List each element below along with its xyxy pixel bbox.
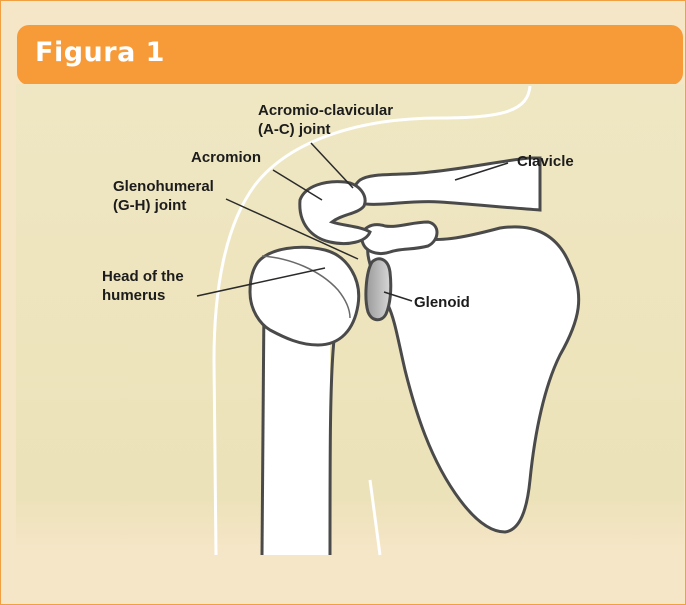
label-clavicle: Clavicle [517,153,574,170]
label-gh-joint-line1: Glenohumeral [113,178,214,195]
label-gh-joint-line2: (G-H) joint [113,197,186,214]
label-head-line2: humerus [102,287,165,304]
humerus-shaft-left-edge [262,300,264,555]
label-head-line1: Head of the [102,268,184,285]
glenoid-fossa [366,259,391,320]
label-ac-joint-line2: (A-C) joint [258,121,330,138]
label-acromion: Acromion [191,149,261,166]
label-ac-joint-line1: Acromio-clavicular [258,102,393,119]
label-glenoid: Glenoid [414,294,470,311]
